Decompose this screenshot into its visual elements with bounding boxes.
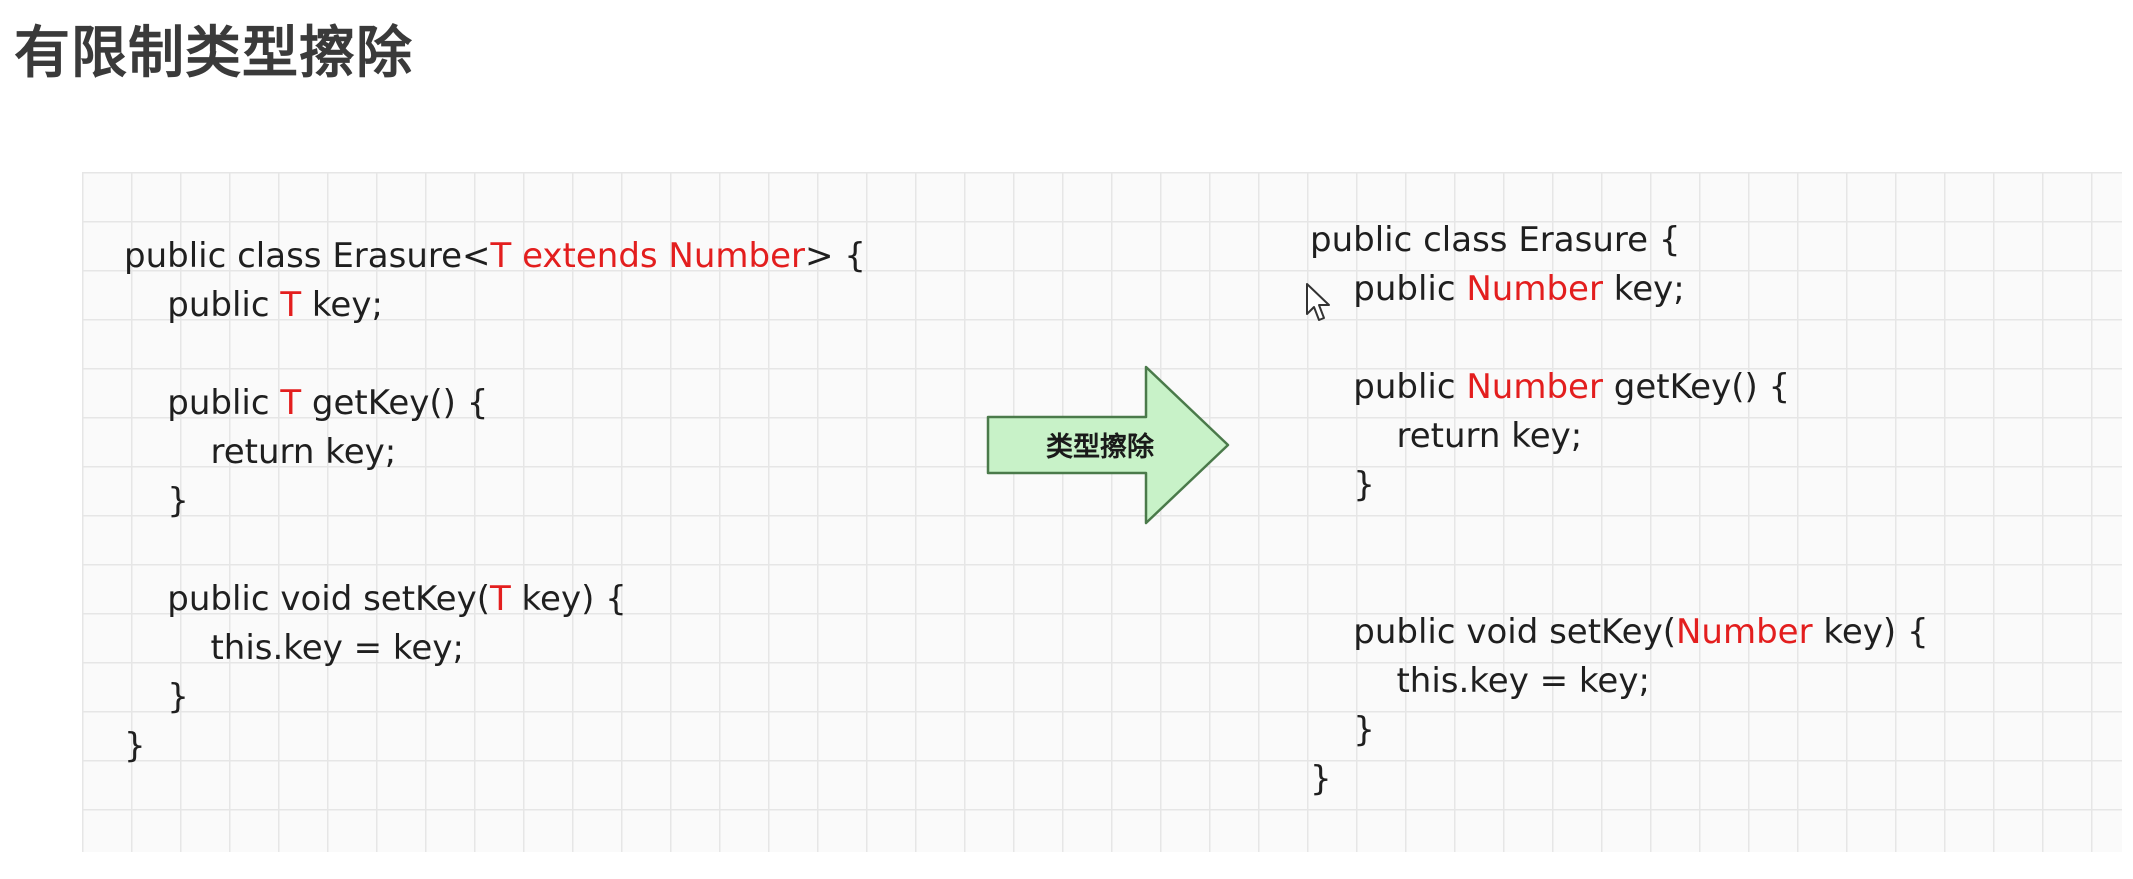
- code-line: public class Erasure<T extends Number> {: [124, 232, 866, 281]
- code-line: public void setKey(T key) {: [124, 575, 866, 624]
- code-text: }: [1310, 710, 1375, 750]
- code-line: }: [1310, 461, 1929, 510]
- code-line: [1310, 510, 1929, 559]
- code-line: this.key = key;: [1310, 657, 1929, 706]
- code-text: key;: [1602, 269, 1685, 309]
- code-text: > {: [805, 236, 866, 276]
- code-line: public void setKey(Number key) {: [1310, 608, 1929, 657]
- code-line: }: [124, 673, 866, 722]
- code-line: return key;: [1310, 412, 1929, 461]
- code-text: getKey() {: [301, 383, 489, 423]
- code-line: [1310, 559, 1929, 608]
- code-text: public: [1310, 367, 1467, 407]
- code-text: }: [124, 481, 189, 521]
- code-text: public: [124, 285, 281, 325]
- code-line: public T getKey() {: [124, 379, 866, 428]
- code-text: this.key = key;: [1310, 661, 1650, 701]
- code-highlight: T: [280, 285, 302, 325]
- code-line: }: [1310, 755, 1929, 804]
- code-after-erasure: public class Erasure { public Number key…: [1310, 216, 1929, 804]
- code-text: }: [1310, 759, 1332, 799]
- code-text: public class Erasure<: [124, 236, 491, 276]
- code-text: key) {: [1812, 612, 1929, 652]
- code-text: public class Erasure {: [1310, 220, 1681, 260]
- code-line: }: [124, 477, 866, 526]
- code-line: public Number getKey() {: [1310, 363, 1929, 412]
- code-text: public: [1310, 269, 1467, 309]
- code-line: [1310, 314, 1929, 363]
- code-line: public class Erasure {: [1310, 216, 1929, 265]
- code-text: getKey() {: [1602, 367, 1791, 407]
- arrow-right-icon: [986, 365, 1230, 525]
- code-line: [124, 526, 866, 575]
- code-text: }: [124, 677, 189, 717]
- arrow-label: 类型擦除: [1046, 432, 1154, 463]
- code-text: public void setKey(: [1310, 612, 1676, 652]
- code-line: public Number key;: [1310, 265, 1929, 314]
- code-text: return key;: [124, 432, 397, 472]
- code-text: }: [1310, 465, 1375, 505]
- code-highlight: T: [280, 383, 302, 423]
- code-text: }: [124, 726, 146, 766]
- code-line: public T key;: [124, 281, 866, 330]
- code-text: key) {: [510, 579, 627, 619]
- grid-background: [82, 172, 2122, 852]
- code-text: public void setKey(: [124, 579, 490, 619]
- code-line: [124, 330, 866, 379]
- code-text: public: [124, 383, 281, 423]
- code-highlight: Number: [1675, 612, 1813, 652]
- code-highlight: Number: [1466, 269, 1603, 309]
- code-line: return key;: [124, 428, 866, 477]
- code-line: }: [1310, 706, 1929, 755]
- mouse-cursor-icon: [1306, 283, 1330, 321]
- code-highlight: T extends Number: [490, 236, 806, 276]
- code-highlight: Number: [1466, 367, 1603, 407]
- code-before-erasure: public class Erasure<T extends Number> {…: [124, 232, 866, 771]
- code-text: return key;: [1310, 416, 1583, 456]
- code-text: key;: [301, 285, 383, 325]
- code-line: this.key = key;: [124, 624, 866, 673]
- code-text: this.key = key;: [124, 628, 464, 668]
- code-highlight: T: [489, 579, 511, 619]
- code-line: }: [124, 722, 866, 771]
- page-title: 有限制类型擦除: [14, 21, 413, 86]
